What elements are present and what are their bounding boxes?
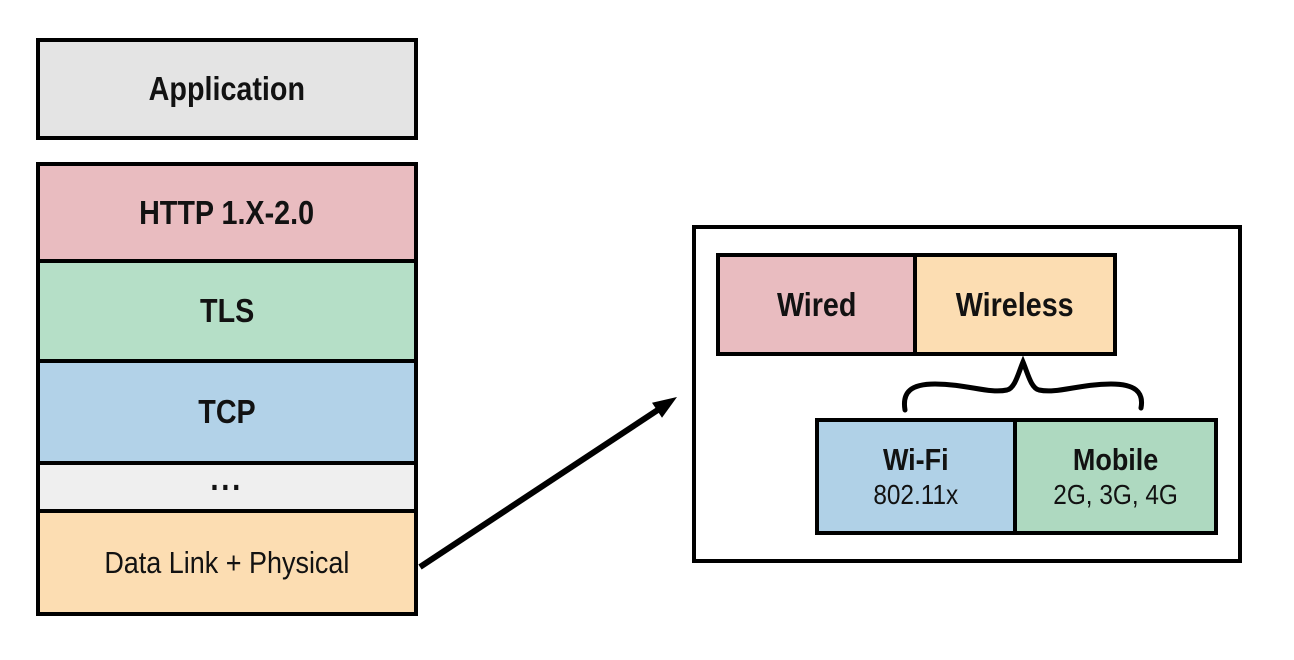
wired-label: Wired	[776, 285, 857, 323]
layer-http: HTTP 1.X-2.0	[36, 162, 418, 263]
zoom-arrow-icon	[418, 397, 677, 570]
layer-tls: TLS	[36, 259, 418, 363]
mobile-title: Mobile	[1072, 441, 1159, 477]
layer-datalink-physical-label: Data Link + Physical	[104, 544, 350, 580]
layer-tls-label: TLS	[199, 292, 255, 329]
wireless-label: Wireless	[956, 285, 1074, 323]
wireless-box: Wireless	[913, 253, 1117, 356]
layer-datalink-physical: Data Link + Physical	[36, 509, 418, 616]
layer-application-label: Application	[148, 70, 306, 107]
mobile-subtitle: 2G, 3G, 4G	[1053, 479, 1178, 511]
layer-ellipsis-label: ...	[210, 459, 244, 498]
wifi-box: Wi-Fi 802.11x	[815, 418, 1017, 535]
layer-tcp: TCP	[36, 359, 418, 465]
wifi-subtitle: 802.11x	[873, 479, 959, 511]
layer-application: Application	[36, 38, 418, 140]
wired-box: Wired	[716, 253, 917, 356]
layer-tcp-label: TCP	[198, 393, 256, 430]
grouping-brace-icon	[901, 355, 1145, 413]
wifi-title: Wi-Fi	[883, 441, 949, 477]
layer-ellipsis: ...	[36, 459, 418, 513]
layer-http-label: HTTP 1.X-2.0	[139, 193, 315, 231]
mobile-box: Mobile 2G, 3G, 4G	[1013, 418, 1218, 535]
